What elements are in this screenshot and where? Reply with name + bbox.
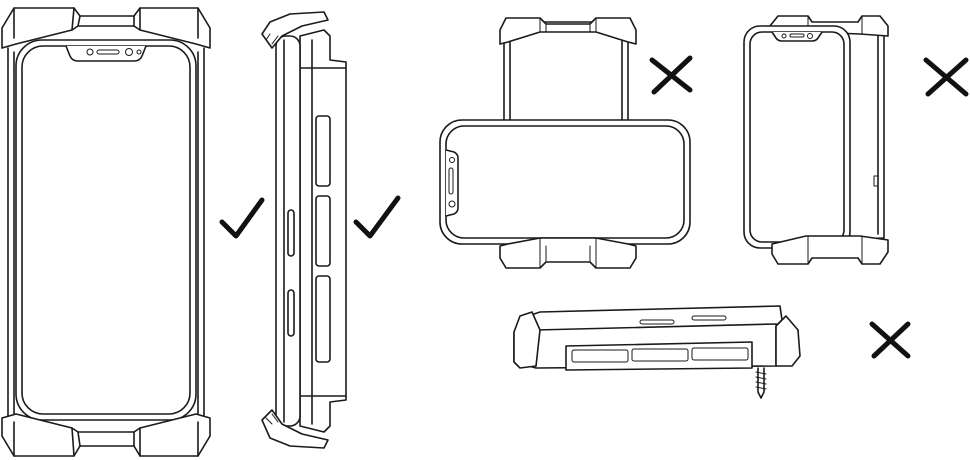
holder-flat-with-screw	[513, 305, 801, 399]
power-button	[691, 315, 727, 321]
bottom-clamp	[1, 413, 211, 457]
phone-notch	[445, 149, 459, 217]
side-slot-3	[315, 275, 331, 363]
holder-portrait-side	[261, 11, 347, 449]
holder-back-plate	[299, 29, 347, 433]
top-clamp	[499, 17, 637, 45]
phone-body	[15, 39, 197, 421]
phone-body-landscape	[439, 119, 691, 245]
bottom-hook	[261, 409, 329, 449]
cross-mark-3	[869, 321, 911, 359]
top-hook	[261, 11, 329, 49]
volume-button	[639, 319, 675, 325]
cross-icon	[649, 55, 693, 95]
speaker-grille	[96, 49, 120, 55]
side-slot-2	[315, 195, 331, 267]
holder-phone-offset	[743, 15, 889, 265]
power-button	[287, 289, 295, 337]
phone-body	[743, 25, 851, 249]
bottom-clamp	[499, 237, 637, 269]
screw-icon	[755, 367, 767, 399]
holder-landscape-phone	[439, 17, 691, 269]
check-icon	[219, 197, 265, 239]
slot-bar	[565, 341, 753, 371]
left-clamp	[513, 311, 541, 369]
right-clamp	[775, 315, 801, 367]
bottom-clamp	[771, 235, 889, 265]
check-mark-1	[219, 197, 265, 239]
cross-icon	[923, 57, 969, 97]
volume-button	[287, 209, 295, 257]
check-mark-2	[353, 195, 401, 239]
cross-mark-2	[923, 57, 969, 97]
top-clamp	[1, 7, 211, 49]
check-icon	[353, 195, 401, 239]
cross-icon	[869, 321, 911, 359]
front-camera-icon	[86, 48, 94, 56]
side-slot-1	[315, 115, 331, 187]
holder-portrait-front	[1, 7, 211, 457]
cross-mark-1	[649, 55, 693, 95]
